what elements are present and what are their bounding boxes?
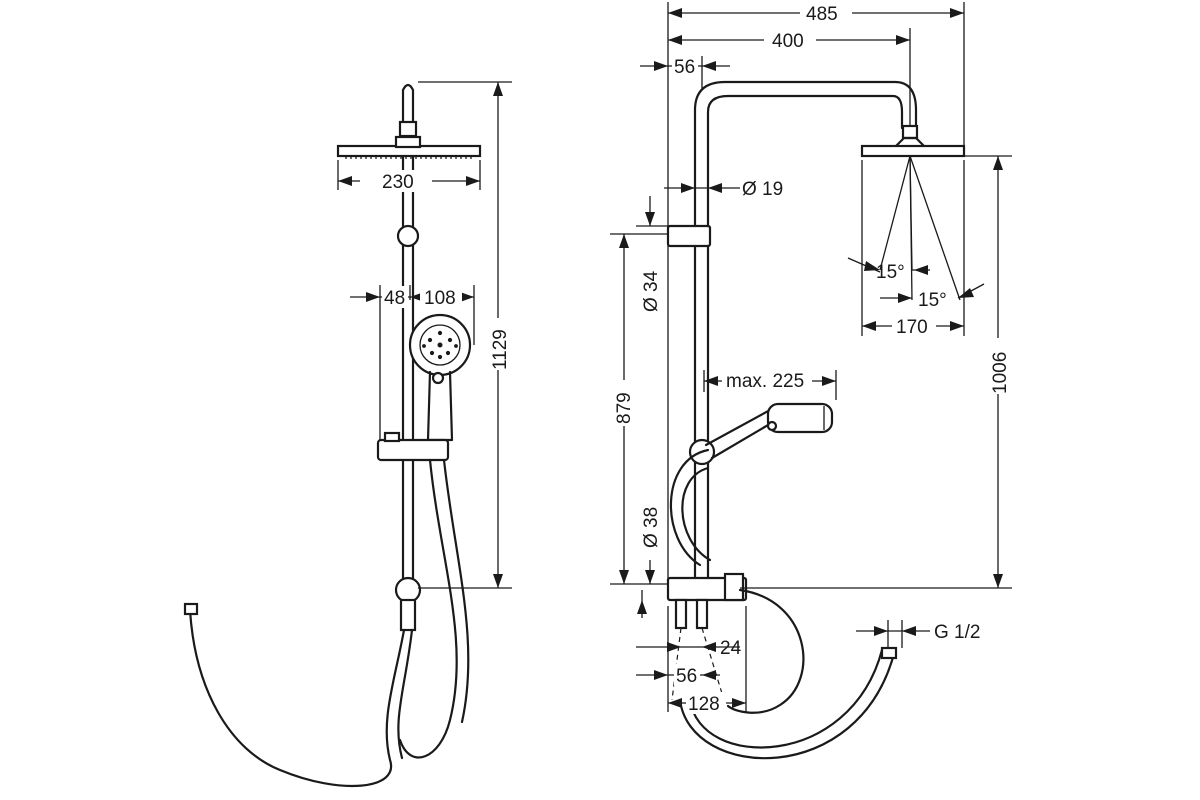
side-dim-connector-24: 24 [720, 638, 742, 659]
front-dim-head-offset: 48 [384, 288, 405, 309]
side-dim-head-to-outlet: 1006 [990, 352, 1011, 394]
side-view [666, 80, 966, 760]
side-head-mount [894, 136, 926, 148]
side-hose-end [880, 646, 898, 660]
side-dim-lower-pipe-diameter: Ø 38 [641, 507, 662, 548]
front-head-mount [394, 135, 422, 149]
side-hose-main [678, 648, 897, 760]
front-dimensions: 230 48 108 1129 [337, 81, 512, 589]
front-head-connector [398, 120, 418, 138]
side-dim-thread: G 1/2 [934, 622, 980, 643]
side-head-connector [901, 124, 919, 140]
side-dimensions: 485 400 56 Ø 19 Ø 34 879 [610, 2, 1012, 715]
side-dim-slider-height: 879 [614, 392, 635, 424]
front-lower-connector [399, 598, 417, 632]
side-handshower-button [766, 420, 778, 432]
front-hose-main-inner [397, 628, 414, 760]
side-dim-max-reach: max. 225 [726, 371, 804, 392]
front-pipe-fitting [396, 224, 420, 248]
front-slider-knob [383, 431, 401, 443]
side-mixer-knob [723, 572, 745, 602]
side-dim-wall-offset: 56 [674, 57, 695, 78]
side-dim-spray-angle-a: 15° [876, 262, 905, 283]
side-overhead-shower [860, 144, 966, 158]
front-slider [376, 438, 450, 462]
side-upper-slider [666, 224, 712, 248]
side-dim-connector-128: 128 [688, 694, 720, 715]
side-dim-spray-angle-b: 15° [918, 290, 947, 311]
side-dim-upper-pipe-diameter: Ø 34 [641, 270, 662, 312]
front-hose-main [188, 608, 406, 788]
side-dim-arm-projection: 400 [772, 31, 804, 52]
front-hose-end [183, 602, 199, 616]
front-dim-handshower-width: 108 [424, 288, 456, 309]
side-dim-connector-56: 56 [676, 666, 697, 687]
side-hose-handshower [669, 448, 805, 714]
side-dim-head-diameter: 170 [896, 317, 928, 338]
side-inlet-left [674, 598, 688, 630]
side-handshower-head [766, 402, 834, 434]
front-view [183, 83, 482, 788]
front-hose-handshower [398, 458, 470, 759]
side-inlet-right [695, 598, 709, 630]
front-handshower-nozzles [422, 330, 458, 360]
front-dim-total-height: 1129 [490, 329, 511, 370]
side-riser-and-arm [693, 80, 918, 580]
front-handshower-button [431, 371, 445, 385]
front-dim-head-width: 230 [382, 172, 414, 193]
side-dim-total-projection: 485 [806, 4, 838, 25]
side-dim-pipe-diameter: Ø 19 [742, 179, 783, 200]
front-handshower-ring [419, 324, 461, 366]
front-lower-fitting [394, 576, 422, 604]
